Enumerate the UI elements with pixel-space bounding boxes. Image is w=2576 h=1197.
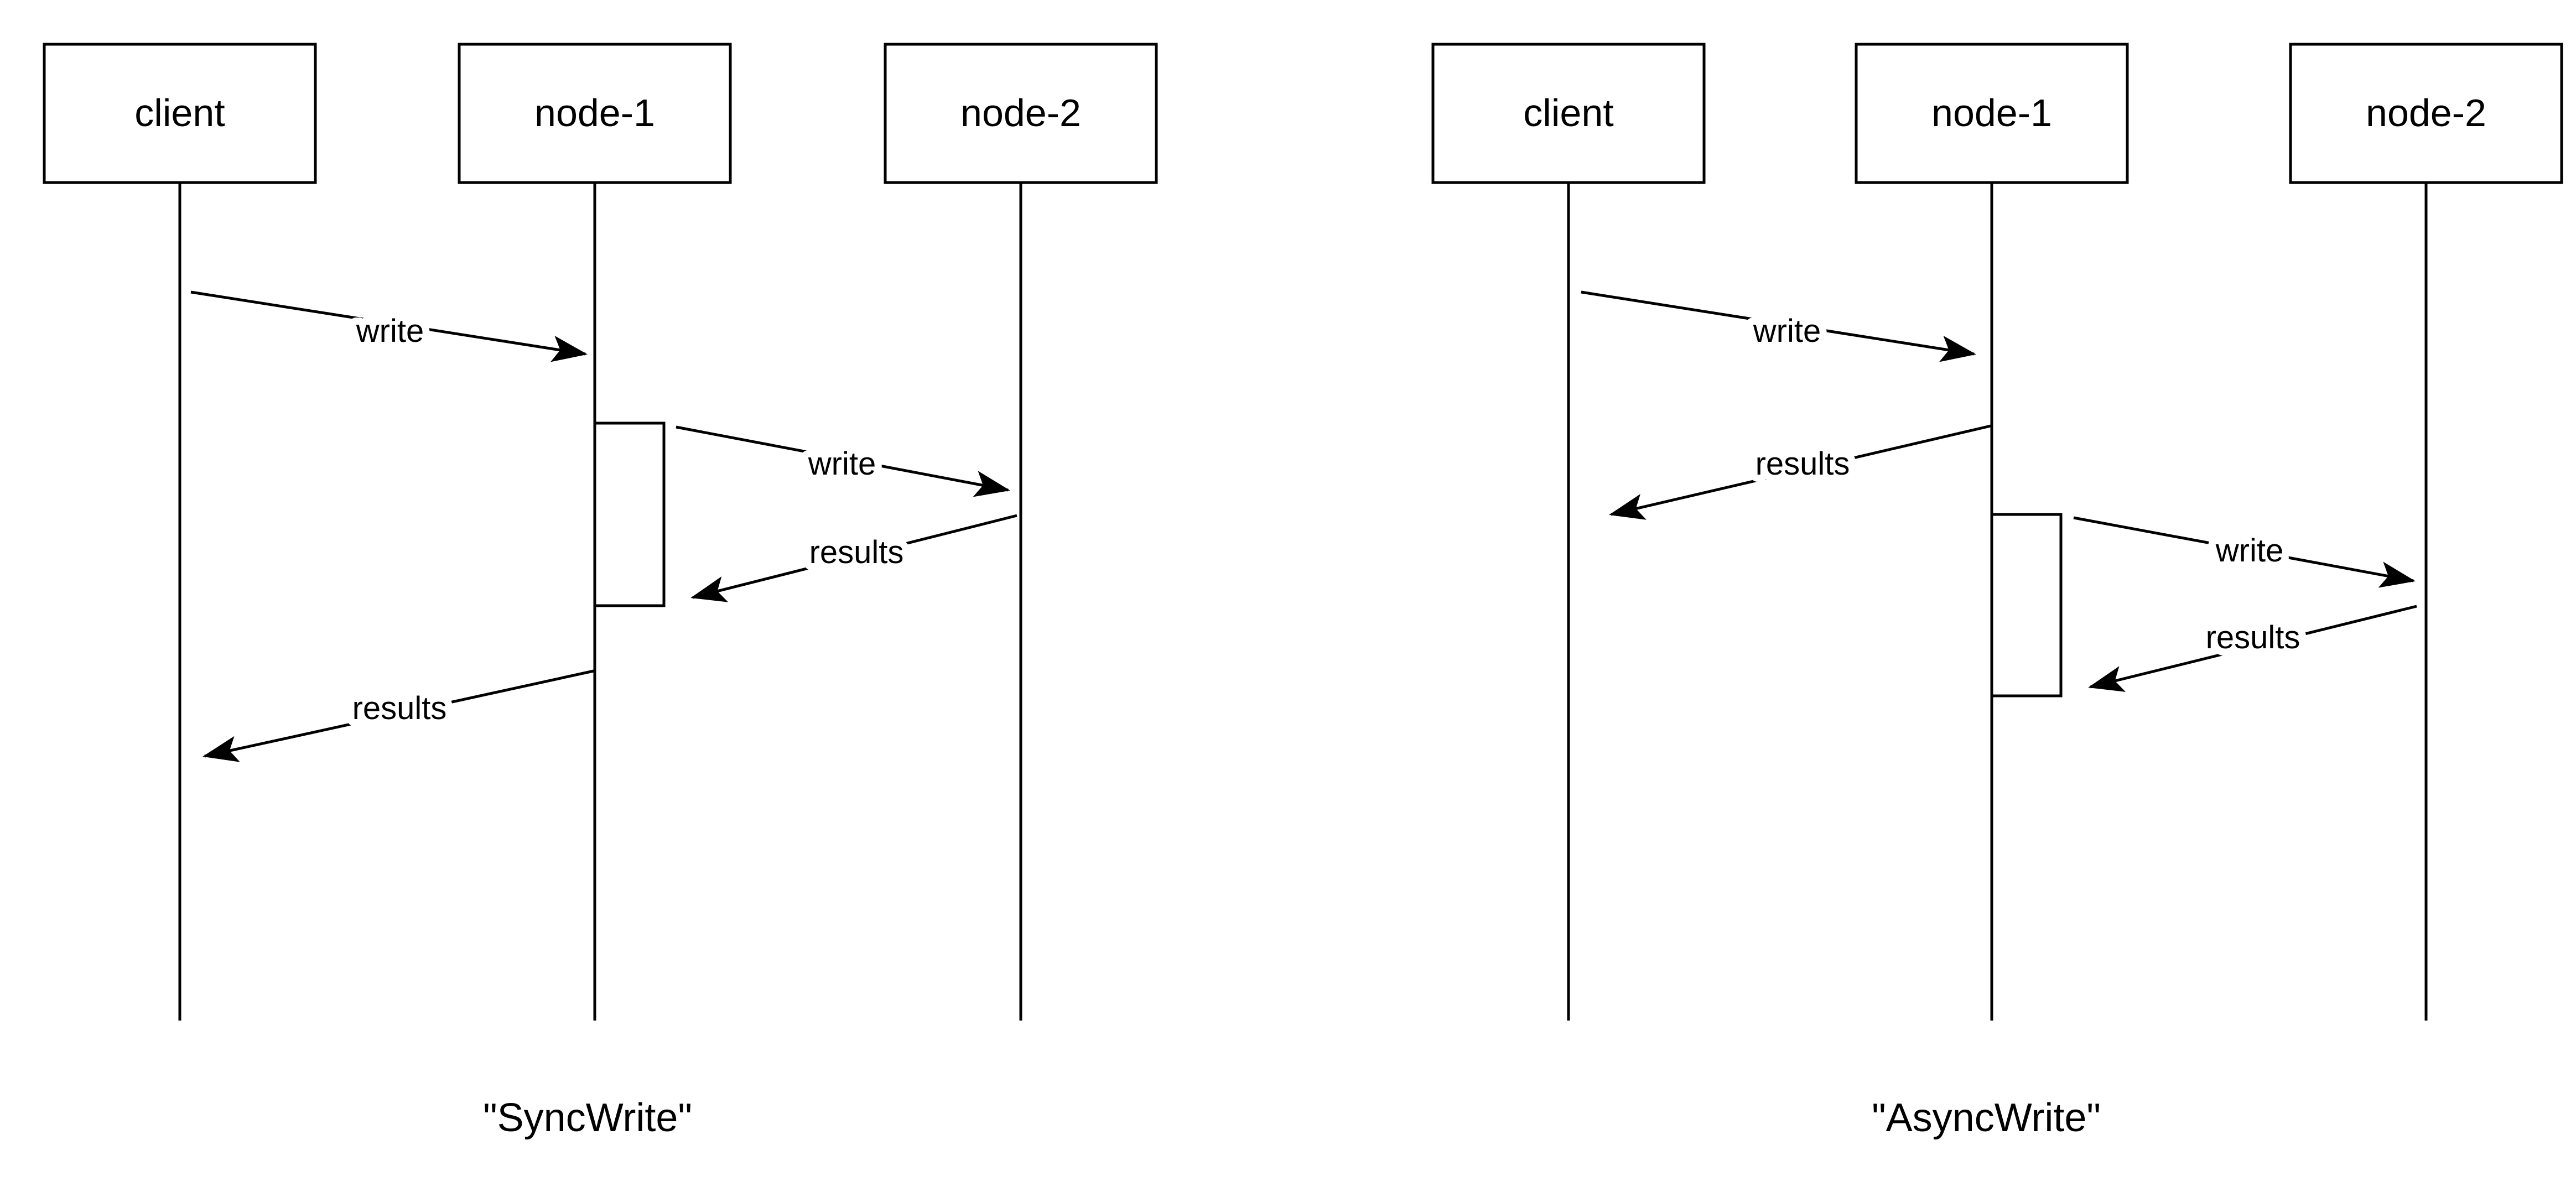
message-label: write: [356, 313, 424, 349]
message-label: write: [1753, 313, 1821, 349]
message-arrow: [676, 425, 1010, 497]
message-write-client-to-node1: write: [190, 290, 588, 362]
actor-node2: node-2: [884, 43, 1158, 184]
message-write-node1-to-node2: write: [2073, 516, 2416, 588]
message-write-client-to-node1: write: [1581, 290, 1976, 362]
actor-label: node-1: [534, 91, 655, 134]
actor-client: client: [43, 43, 317, 184]
message-arrow: [1581, 290, 1976, 362]
message-arrow: [690, 514, 1017, 602]
actor-box: [2289, 43, 2563, 184]
diagram-caption: "SyncWrite": [483, 1096, 692, 1140]
actor-box: [1855, 43, 2129, 184]
message-results-node1-to-client: results: [202, 669, 594, 762]
actor-node1: node-1: [1855, 43, 2129, 184]
message-results-node1-to-client: results: [1609, 424, 1991, 520]
actor-node1: node-1: [458, 43, 732, 184]
message-arrow: [2073, 516, 2416, 588]
activation-box-node1: [593, 421, 666, 607]
actor-label: client: [1523, 91, 1613, 134]
diagram-caption: "AsyncWrite": [1872, 1096, 2101, 1140]
message-arrow: [190, 290, 588, 362]
message-arrow: [2088, 605, 2417, 692]
message-label: write: [2215, 533, 2283, 569]
message-arrow: [202, 669, 594, 762]
diagram-asyncwrite: client node-1 node-2 write results wr: [1431, 43, 2563, 1140]
actor-box: [43, 43, 317, 184]
message-results-node2-to-node1: results: [2088, 605, 2417, 692]
actor-label: node-1: [1931, 91, 2052, 134]
actor-client: client: [1431, 43, 1706, 184]
message-write-node1-to-node2: write: [676, 425, 1010, 497]
actor-box: [1431, 43, 1706, 184]
actor-node2: node-2: [2289, 43, 2563, 184]
actor-label: client: [134, 91, 225, 134]
actor-label: node-2: [960, 91, 1081, 134]
actor-label: node-2: [2366, 91, 2486, 134]
message-label: results: [809, 534, 904, 570]
message-label: results: [2206, 620, 2300, 655]
message-label: write: [808, 446, 876, 482]
message-label: results: [1756, 446, 1850, 482]
message-label: results: [352, 690, 447, 726]
message-results-node2-to-node1: results: [690, 514, 1017, 602]
actor-box: [884, 43, 1158, 184]
diagram-syncwrite: client node-1 node-2 write write resu: [43, 43, 1158, 1140]
actor-box: [458, 43, 732, 184]
activation-box-node1: [1990, 513, 2063, 698]
message-arrow: [1609, 424, 1991, 520]
